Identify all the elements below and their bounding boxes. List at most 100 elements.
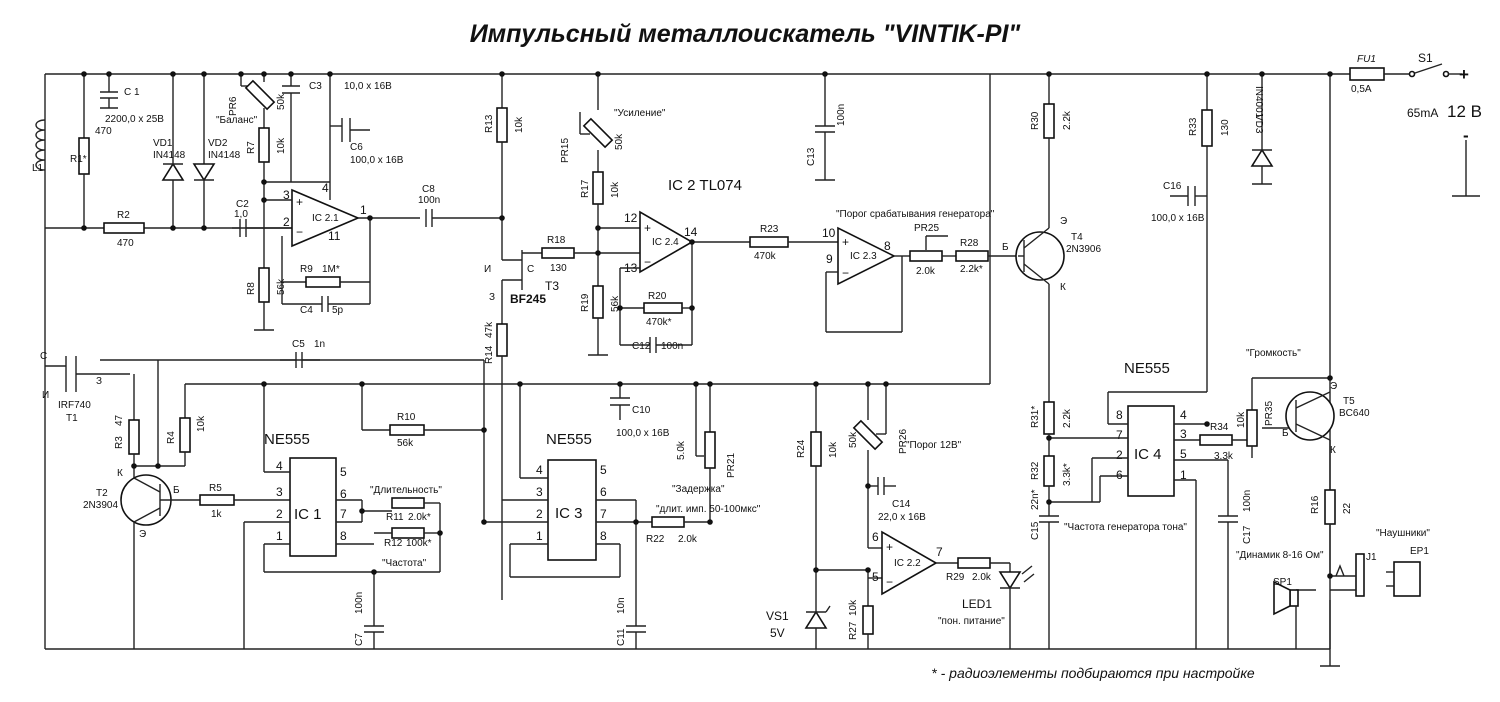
vd3-value: IN4001 — [1253, 86, 1264, 119]
r11-value: 2.0k* — [408, 512, 431, 523]
ic3-pin3: 3 — [536, 485, 543, 499]
junction-dot — [367, 215, 373, 221]
r32-label: R32 — [1030, 461, 1041, 480]
c5-value: 1n — [314, 339, 325, 350]
t1-value: IRF740 — [58, 400, 91, 411]
r2-value: 470 — [117, 238, 134, 249]
headphone-plug-ep1 — [1393, 561, 1421, 597]
pot-pr25 — [909, 250, 943, 262]
ic24-pin14: 14 — [684, 225, 698, 239]
junction-dot — [517, 381, 523, 387]
ic3-pin1: 1 — [536, 529, 543, 543]
resistor-r4 — [179, 417, 191, 453]
junction-dot — [1327, 573, 1333, 579]
r28-value: 2.2k* — [960, 264, 983, 275]
resistor-r16 — [1324, 489, 1336, 525]
ic1-pin4: 4 — [276, 459, 283, 473]
r7-value: 10k — [276, 137, 287, 154]
junction-dot — [707, 381, 713, 387]
r27-label: R27 — [848, 621, 859, 640]
r17-label: R17 — [580, 179, 591, 198]
junction-dot — [595, 250, 601, 256]
ic4-pin7: 7 — [1116, 428, 1123, 442]
ic1-pin2: 2 — [276, 507, 283, 521]
power-supply: FU1 0,5A S1 + - 65mA 12 В — [1349, 51, 1482, 197]
junction-dot — [499, 71, 505, 77]
resistor-r12 — [391, 527, 425, 539]
ic4-pin8: 8 — [1116, 408, 1123, 422]
resistor-r28 — [955, 250, 989, 262]
c14-label: C14 — [892, 499, 911, 510]
r19-label: R19 — [580, 293, 591, 312]
r4-value: 10k — [196, 415, 207, 432]
c12-value: 100n — [661, 341, 683, 352]
r33-value: 130 — [1220, 119, 1231, 136]
r31-value: 2.2k — [1062, 408, 1073, 428]
r8-label: R8 — [246, 282, 257, 295]
r12-label: R12 — [384, 538, 403, 549]
c7-label: C7 — [354, 633, 365, 646]
vd1-label: VD1 — [153, 138, 173, 149]
r10-value: 56k — [397, 438, 414, 449]
c16-label: C16 — [1163, 181, 1182, 192]
t2-label: T2 — [96, 488, 108, 499]
r10-label: R10 — [397, 412, 416, 423]
resistor-r22 — [651, 516, 685, 528]
pr26-value: 50k — [848, 431, 859, 448]
l1-label: L1 — [32, 163, 44, 174]
r3-label: R3 — [114, 436, 125, 449]
r27-value: 10k — [848, 599, 859, 616]
resistor-r19 — [592, 285, 604, 319]
junction-dot — [1046, 71, 1052, 77]
r18-value: 130 — [550, 263, 567, 274]
junction-dot — [1204, 421, 1210, 427]
gain-stage-ic24: "Усиление" PR15 50k R17 10k R19 56k IC 2… — [560, 74, 838, 356]
ic4-pin5: 5 — [1180, 447, 1187, 461]
resistor-r29 — [957, 557, 991, 569]
resistor-r32 — [1043, 455, 1055, 487]
t3-source: С — [527, 264, 534, 275]
r19-value: 56k — [610, 295, 621, 312]
ic21-minus: − — [296, 225, 303, 239]
junction-dot — [813, 567, 819, 573]
ep1-label: EP1 — [1410, 546, 1429, 557]
r12-value: 100k* — [406, 538, 432, 549]
pr21-value: 5.0k — [676, 440, 687, 460]
r24-label: R24 — [796, 439, 807, 458]
c5-label: C5 — [292, 339, 305, 350]
opamp-ic21 — [291, 188, 361, 248]
r20-label: R20 — [648, 291, 667, 302]
junction-dot — [201, 225, 207, 231]
resistor-r27 — [862, 605, 874, 635]
pot-pr6 — [244, 79, 276, 111]
ic4-pin6: 6 — [1116, 468, 1123, 482]
r30-label: R30 — [1030, 111, 1041, 130]
ic1-pin1: 1 — [276, 529, 283, 543]
ic23-pin8: 8 — [884, 239, 891, 253]
r22-label: R22 — [646, 534, 665, 545]
pr15-value: 50k — [614, 133, 625, 150]
ic23-pin9: 9 — [826, 252, 833, 266]
pr6-label: PR6 — [228, 96, 239, 116]
pot-pr26 — [852, 419, 884, 451]
ic23-plus: + — [842, 235, 849, 249]
resistor-r23 — [749, 236, 789, 248]
c14-value: 22,0 x 16В — [878, 512, 926, 523]
ic1-pin3: 3 — [276, 485, 283, 499]
t3-drain: И — [484, 264, 491, 275]
ic22-plus: + — [886, 540, 893, 554]
ic22-minus: − — [886, 575, 893, 589]
thresh12-label: "Порог 12В" — [906, 440, 962, 451]
ic21-pin2: 2 — [283, 215, 290, 229]
ic2-label: IC 2 TL074 — [668, 177, 742, 194]
speaker-label: "Динамик 8-16 Ом" — [1236, 550, 1324, 561]
resistor-r13 — [496, 107, 508, 143]
junction-dot — [1046, 435, 1052, 441]
c15-label: C15 — [1030, 521, 1041, 540]
pr25-label: PR25 — [914, 223, 939, 234]
r29-value: 2.0k — [972, 572, 992, 583]
ic21-pin1: 1 — [360, 203, 367, 217]
ic1-label: IC 1 — [294, 506, 322, 523]
ic21-pin11: 11 — [328, 229, 341, 243]
r22-value: 2.0k — [678, 534, 698, 545]
